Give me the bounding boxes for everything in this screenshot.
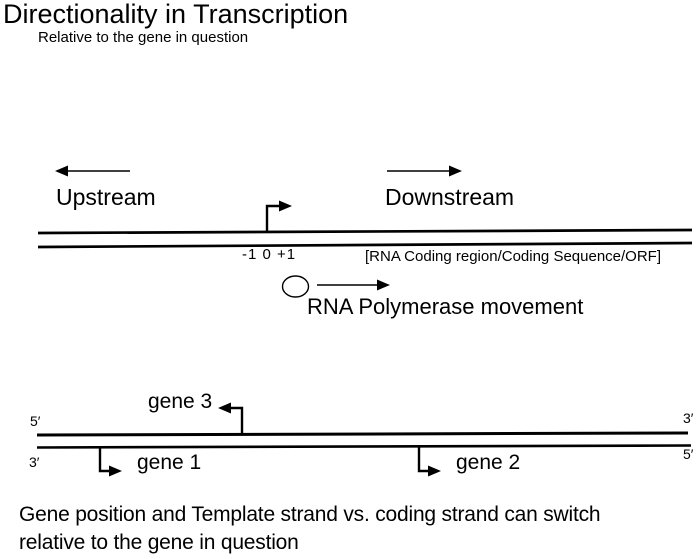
rna-polymerase-movement-arrow-icon xyxy=(317,279,390,291)
tss-position-numbers: -1 0 +1 xyxy=(242,246,297,263)
gene2-arrowhead xyxy=(428,465,441,477)
rna-polymerase-movement-label: RNA Polymerase movement xyxy=(307,294,584,319)
transcription-start-arrowhead xyxy=(279,200,292,212)
rna-polymerase-icon xyxy=(281,275,310,298)
gene3-label: gene 3 xyxy=(148,390,213,413)
gene2-arrow-line xyxy=(417,447,429,473)
upstream-label: Upstream xyxy=(56,184,156,210)
dna-top-strand xyxy=(37,228,693,235)
left-bottom-strand-3prime-label: 3′ xyxy=(29,454,40,470)
gene1-label: gene 1 xyxy=(137,451,202,474)
gene1-arrow-line xyxy=(98,447,110,473)
right-bottom-strand-5prime-label: 5′ xyxy=(683,446,694,462)
gene3-arrowhead xyxy=(218,402,231,414)
transcription-start-arrow-icon xyxy=(265,200,292,233)
coding-region-label: [RNA Coding region/Coding Sequence/ORF] xyxy=(365,248,662,265)
caption-line-2: relative to the gene in question xyxy=(19,531,299,554)
upstream-arrowhead xyxy=(55,165,68,177)
caption-line-1: Gene position and Template strand vs. co… xyxy=(19,503,601,526)
page-title: Directionality in Transcription xyxy=(3,0,349,29)
downstream-arrowhead xyxy=(449,165,462,177)
gene1-arrowhead xyxy=(109,465,122,477)
transcription-start-arrow-line xyxy=(265,204,280,233)
page-subtitle: Relative to the gene in question xyxy=(38,29,249,46)
left-top-strand-5prime-label: 5′ xyxy=(30,413,41,429)
downstream-label: Downstream xyxy=(385,184,515,210)
dna-bottom-strand xyxy=(37,241,693,249)
gene3-arrow-line xyxy=(231,406,244,434)
rnap-arrowhead xyxy=(377,279,390,291)
gene2-start-arrow-icon xyxy=(417,447,441,477)
gene1-start-arrow-icon xyxy=(98,447,122,477)
gene3-start-arrow-icon xyxy=(218,402,244,434)
upstream-arrow-icon xyxy=(55,165,130,177)
gene-diagram-bottom-strand xyxy=(36,444,692,449)
right-top-strand-3prime-label: 3′ xyxy=(683,410,694,426)
gene2-label: gene 2 xyxy=(456,451,521,474)
downstream-arrow-icon xyxy=(387,165,462,177)
gene-diagram-top-strand xyxy=(36,431,689,437)
caption: Gene position and Template strand vs. co… xyxy=(19,501,601,557)
